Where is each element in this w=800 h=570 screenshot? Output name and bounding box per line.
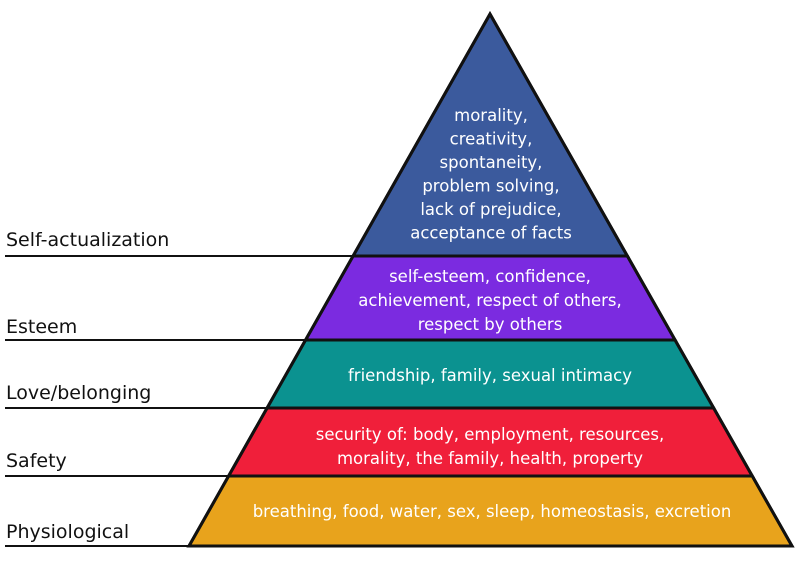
tier-need-text: friendship, family, sexual intimacy (348, 366, 632, 385)
tier-texts: morality, creativity, spontaneity, problem … (253, 106, 732, 521)
level-label: Self-actualization (6, 229, 169, 251)
level-label: Physiological (6, 521, 129, 543)
tier-need-text: morality, the family, health, property (337, 449, 643, 468)
tier-need-text: respect by others (418, 315, 563, 334)
tier-need-text: creativity, (450, 130, 533, 149)
tier-need-text: morality, (454, 106, 528, 125)
pyramid-tiers (186, 10, 795, 548)
level-label: Safety (6, 450, 67, 472)
tier-need-text: achievement, respect of others, (358, 291, 621, 310)
level-label: Esteem (6, 316, 77, 338)
tier-need-text: spontaneity, (440, 153, 543, 172)
tier-need-text: problem solving, (422, 177, 559, 196)
pyramid-outline (186, 10, 795, 548)
level-label: Love/belonging (6, 382, 151, 404)
tier-need-text: acceptance of facts (410, 224, 572, 243)
level-labels: Self-actualizationEsteemLove/belongingSa… (6, 229, 169, 543)
level-leader-lines (5, 255, 354, 547)
tier-need-text: breathing, food, water, sex, sleep, home… (253, 502, 732, 521)
tier-need-text: lack of prejudice, (420, 200, 561, 219)
tier-need-text: security of: body, employment, resources… (316, 425, 665, 444)
tier-need-text: self-esteem, confidence, (389, 267, 591, 286)
